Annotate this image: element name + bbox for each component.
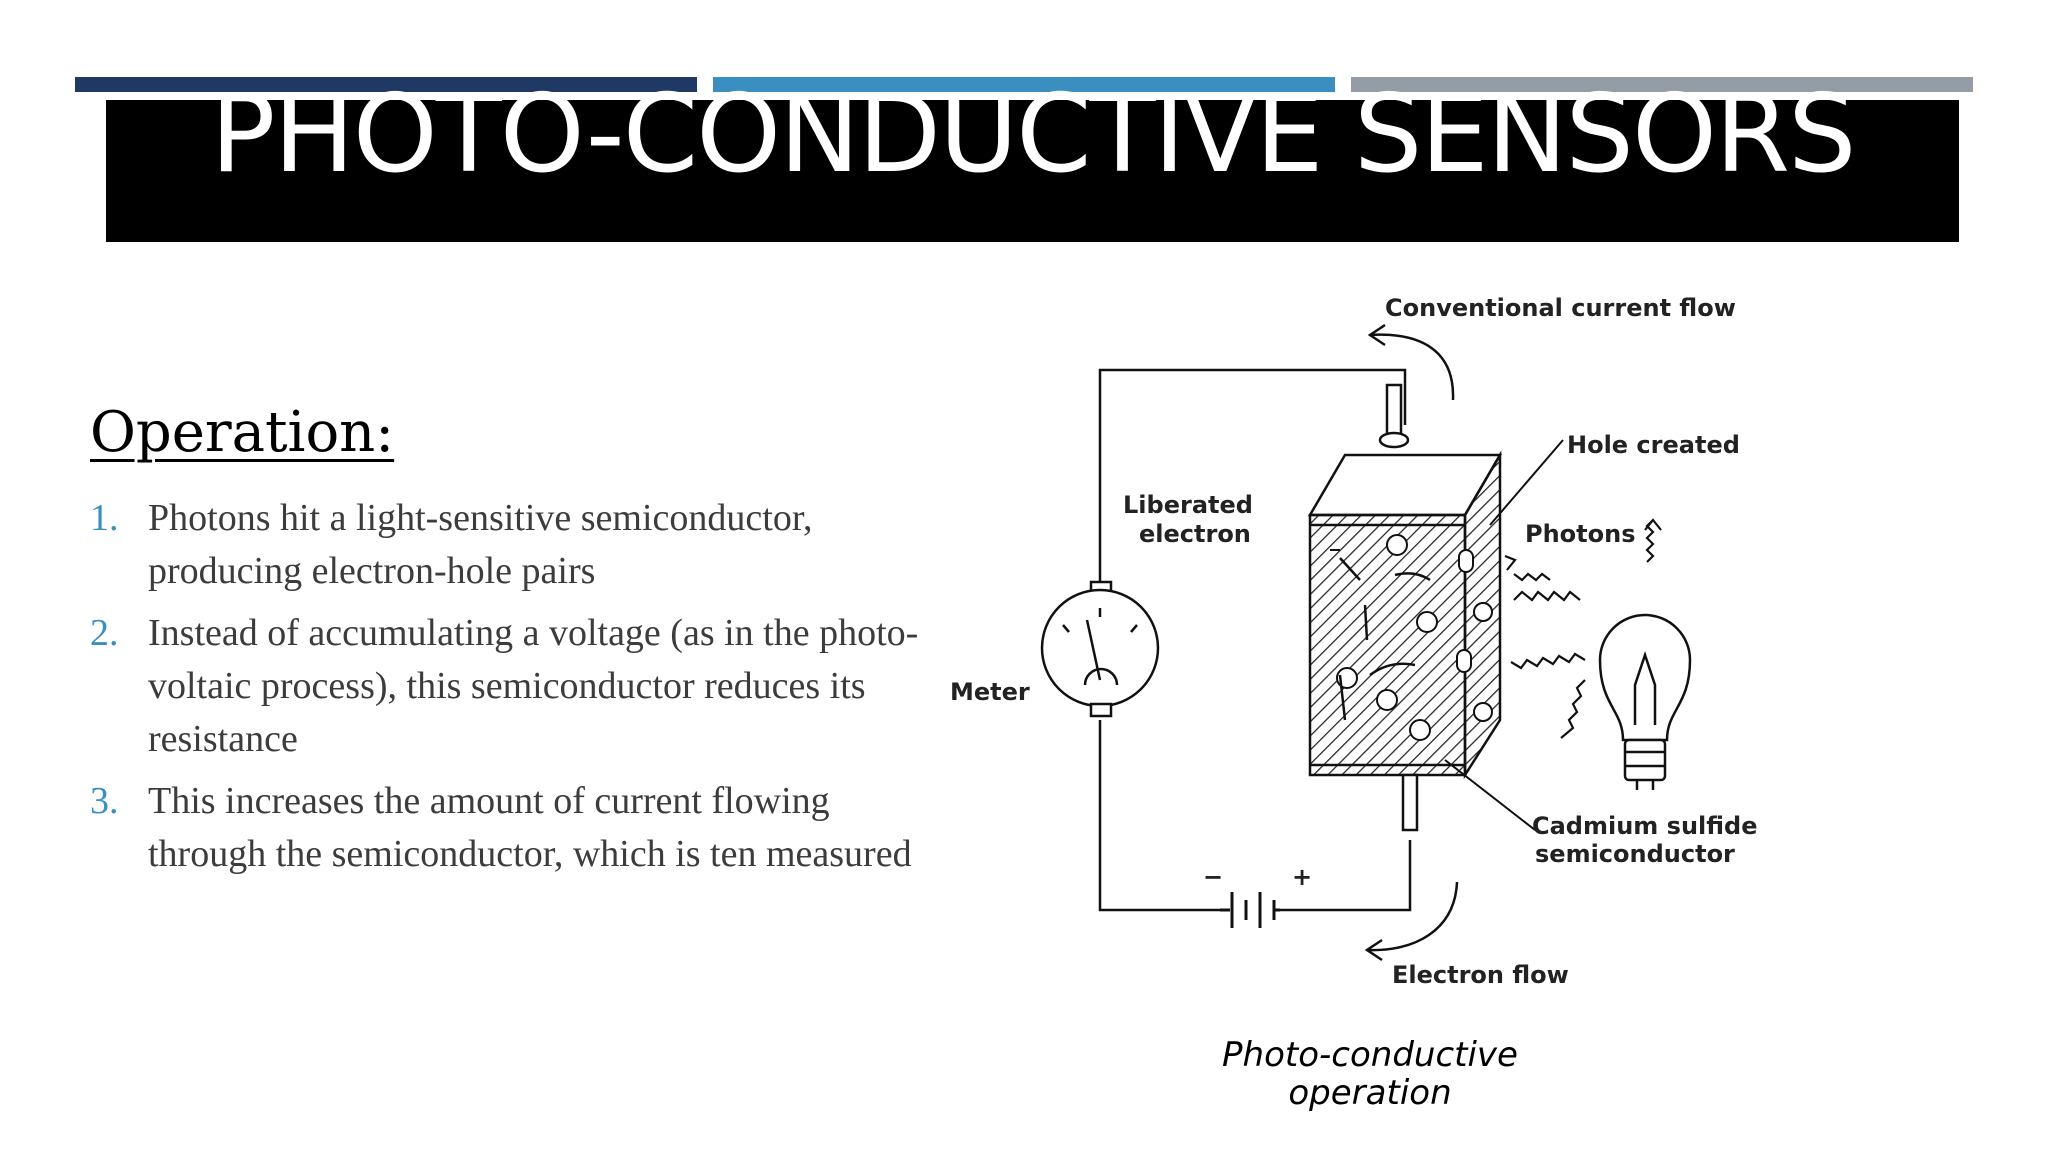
circuit-wires [1098, 368, 1412, 912]
accent-bar-gray [1351, 77, 1973, 92]
slide-title: PHOTO-CONDUCTIVE SENSORS [210, 72, 1856, 197]
accent-bar-dark-blue [75, 77, 697, 92]
battery-minus-label: − [1203, 863, 1223, 891]
list-item-text: Instead of accumulating a voltage (as in… [148, 612, 919, 760]
charge-carriers [1336, 534, 1493, 741]
liberated-electron-label-1: Liberated [1123, 491, 1253, 519]
list-item-text: Photons hit a light-sensitive semiconduc… [148, 497, 813, 592]
pointer-lines [1330, 439, 1564, 831]
list-item-number: 2. [90, 612, 119, 654]
list-item: 2. Instead of accumulating a voltage (as… [90, 607, 920, 766]
list-item-text: This increases the amount of current flo… [148, 780, 912, 875]
photons-label: Photons [1525, 520, 1636, 548]
section-heading: Operation: [90, 400, 395, 465]
list-item-number: 3. [90, 780, 119, 822]
battery-icon [1220, 892, 1280, 928]
cadmium-sulfide-label-1: Cadmium sulfide [1532, 812, 1758, 840]
operation-list: 1. Photons hit a light-sensitive semicon… [90, 492, 920, 890]
conventional-current-label: Conventional current flow [1385, 294, 1736, 322]
meter-icon [1040, 580, 1160, 718]
accent-bar-blue [713, 77, 1335, 92]
caption-line-1: Photo-conductive [1222, 1035, 1518, 1075]
cadmium-sulfide-label-2: semiconductor [1535, 840, 1735, 868]
hole-created-label: Hole created [1567, 431, 1740, 459]
photoconductive-diagram: − + [950, 294, 1758, 989]
liberated-electron-label-2: electron [1139, 520, 1251, 548]
battery-plus-label: + [1292, 863, 1312, 891]
list-item: 3. This increases the amount of current … [90, 775, 920, 881]
list-item-number: 1. [90, 497, 119, 539]
flow-arrows [1364, 323, 1459, 962]
figure-caption: Photo-conductive operation [1180, 1036, 1560, 1112]
electron-flow-label: Electron flow [1392, 961, 1569, 989]
lightbulb-icon [1598, 613, 1692, 790]
list-item: 1. Photons hit a light-sensitive semicon… [90, 492, 920, 598]
meter-label: Meter [950, 678, 1030, 706]
cadmium-sulfide-block [1307, 383, 1503, 832]
electron-paths [1338, 557, 1431, 721]
caption-line-2: operation [1288, 1073, 1452, 1113]
photon-rays [1504, 518, 1662, 739]
title-band [106, 100, 1959, 242]
